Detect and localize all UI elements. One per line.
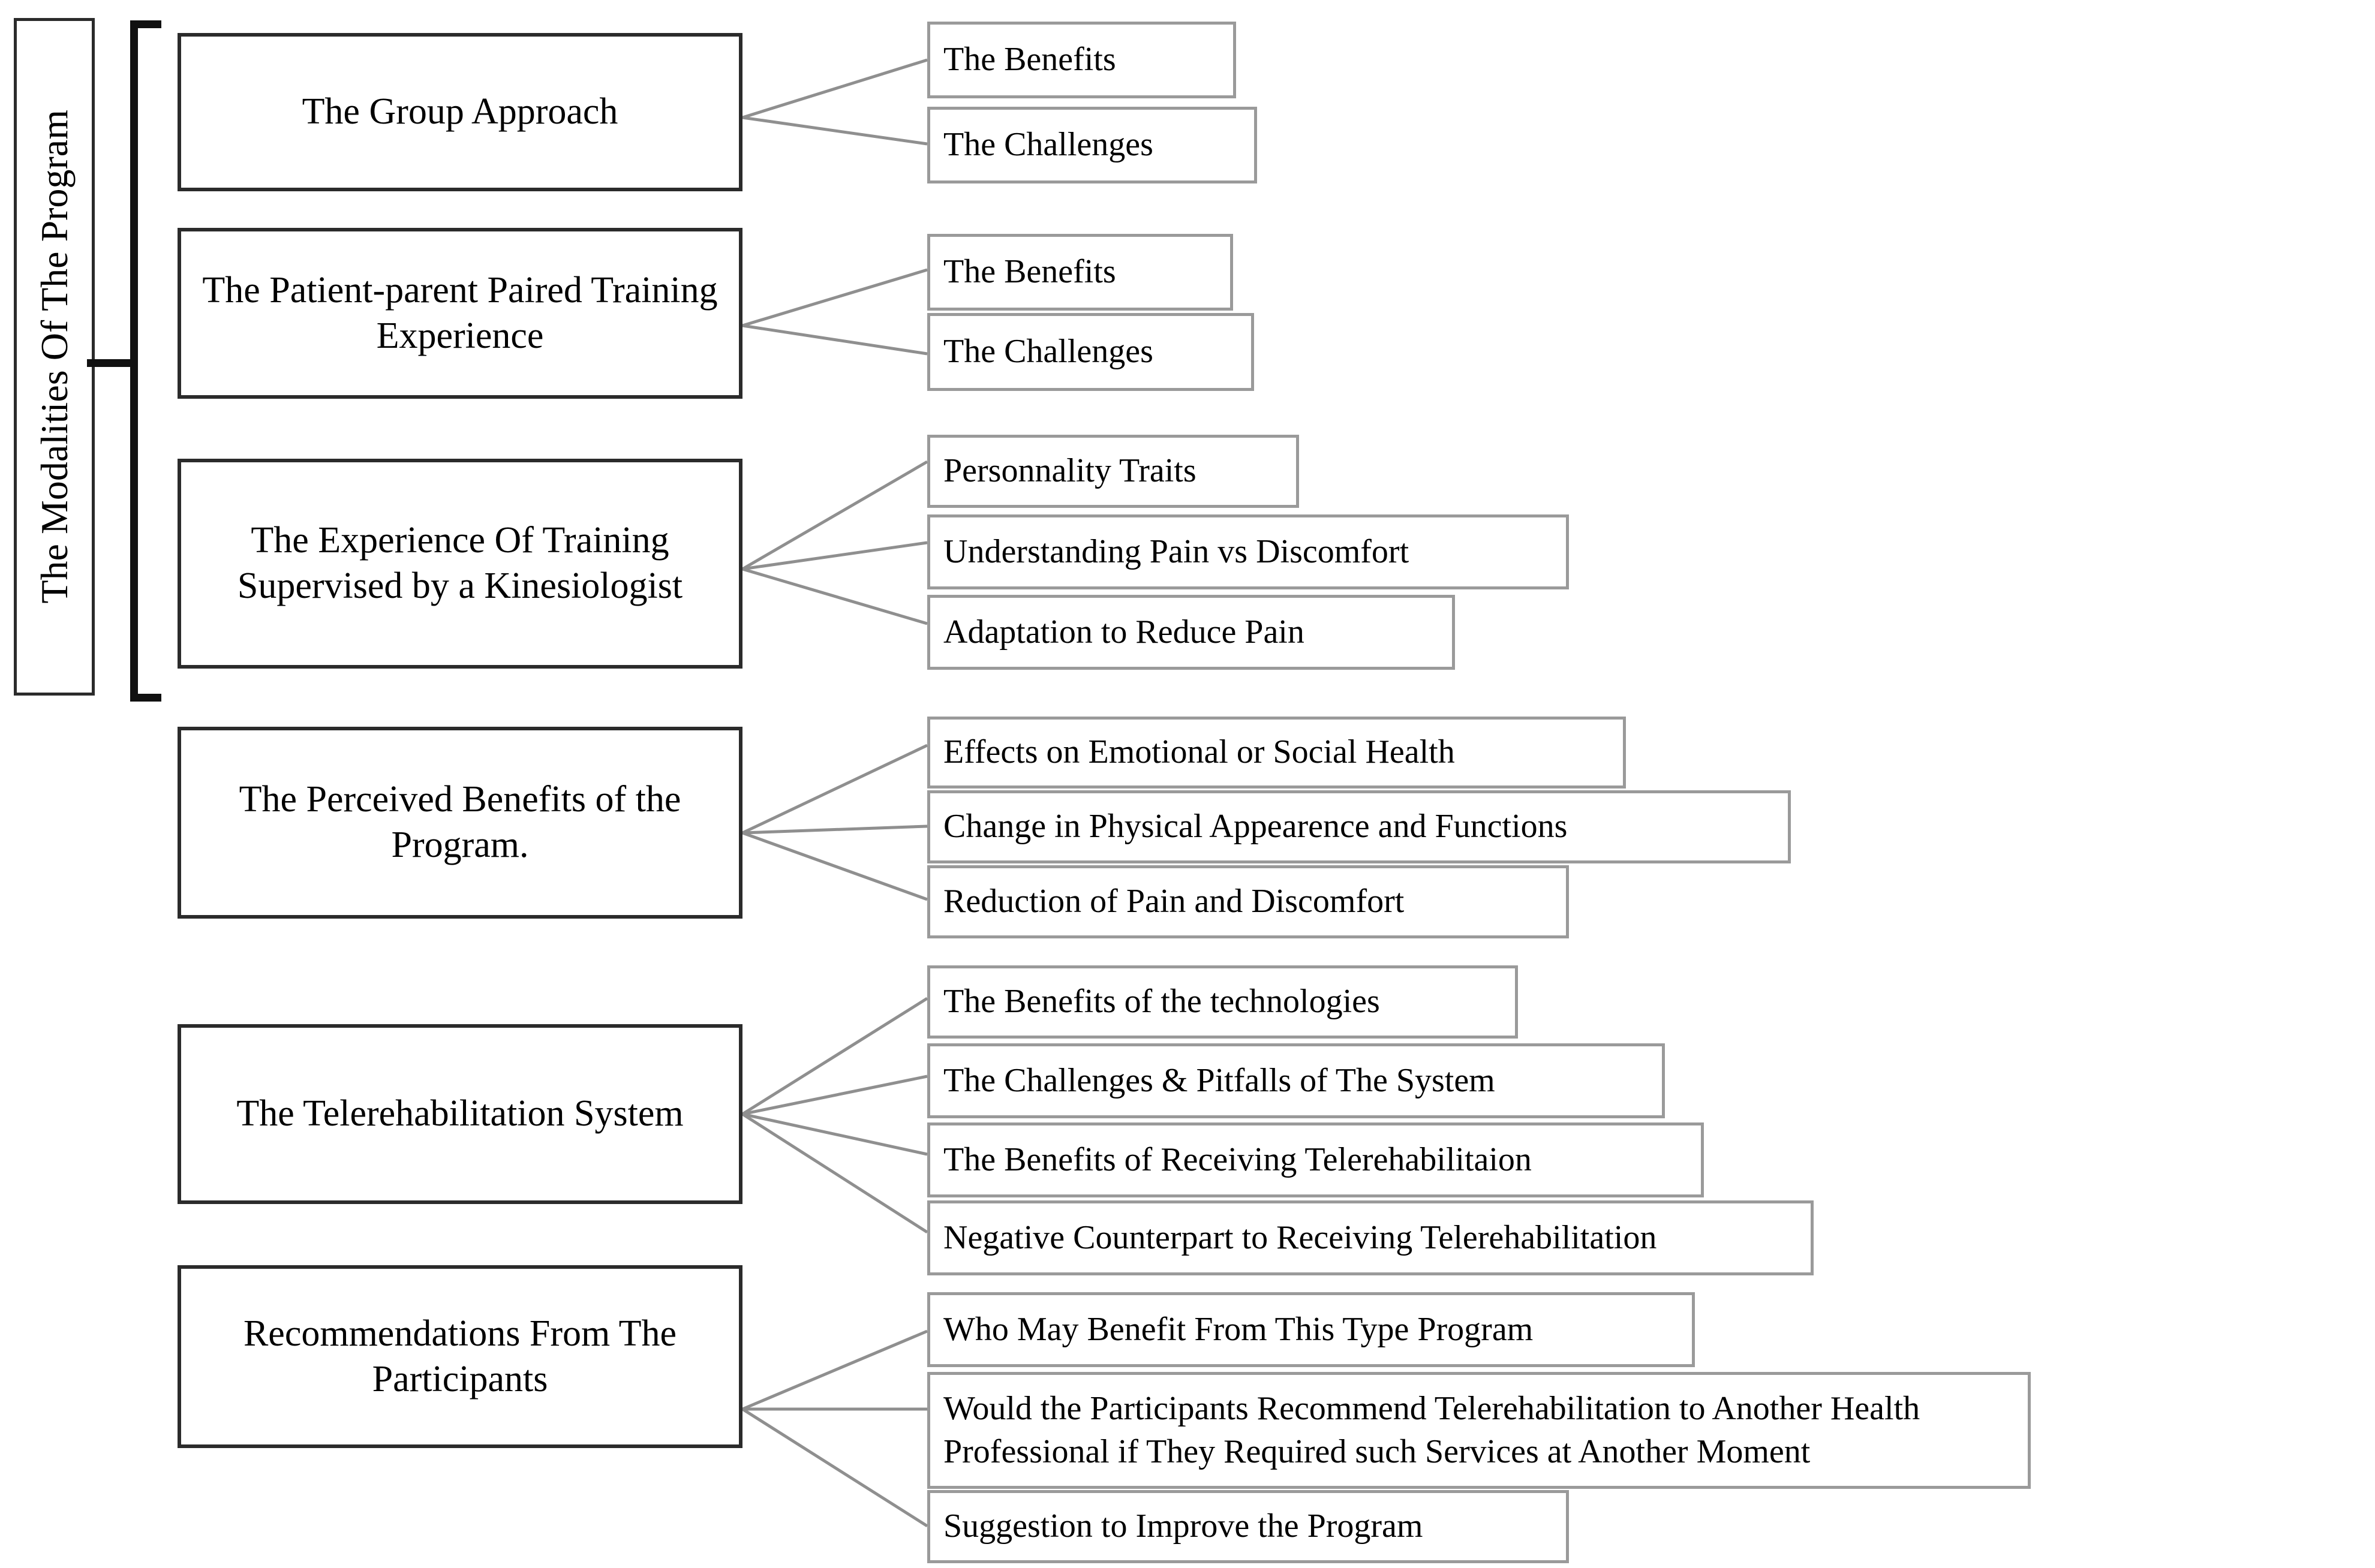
subtheme-box[interactable]: Change in Physical Appearence and Functi… [927,790,1791,863]
subtheme-box[interactable]: The Challenges [927,313,1254,391]
connector-line [741,744,928,835]
theme-box-group-approach[interactable]: The Group Approach [178,33,742,191]
subtheme-label: The Benefits of Receiving Telerehabilita… [943,1140,1532,1178]
theme-box-patient-parent-paired-training[interactable]: The Patient-parent Paired Training Exper… [178,228,742,399]
subtheme-box[interactable]: The Challenges [927,107,1257,183]
subtheme-box[interactable]: The Challenges & Pitfalls of The System [927,1043,1665,1118]
connector-line [742,1112,928,1156]
theme-label: Recommendations From The Participants [243,1313,677,1400]
subtheme-box[interactable]: Personnality Traits [927,435,1299,508]
subtheme-box[interactable]: Understanding Pain vs Discomfort [927,514,1569,589]
subtheme-label: Change in Physical Appearence and Functi… [943,808,1568,845]
bracket-arm-bottom [130,694,161,702]
theme-label: The Experience Of Training Supervised by… [237,520,683,606]
subtheme-label: The Challenges & Pitfalls of The System [943,1061,1495,1099]
theme-box-training-supervised-kinesiologist[interactable]: The Experience Of Training Supervised by… [178,459,742,669]
connector-line [741,1112,928,1234]
subtheme-label: Suggestion to Improve the Program [943,1507,1423,1545]
subtheme-box[interactable]: The Benefits of Receiving Telerehabilita… [927,1122,1704,1197]
theme-box-perceived-benefits[interactable]: The Perceived Benefits of the Program. [178,727,742,919]
subtheme-label: Adaptation to Reduce Pain [943,613,1304,651]
subtheme-box[interactable]: Effects on Emotional or Social Health [927,717,1626,788]
subtheme-box[interactable]: Reduction of Pain and Discomfort [927,865,1569,938]
theme-label: The Telerehabilitation System [236,1093,684,1134]
bracket-arm-top [130,20,161,28]
connector-line [742,824,928,835]
connector-line [741,460,928,571]
subtheme-box[interactable]: Adaptation to Reduce Pain [927,595,1455,670]
subtheme-box[interactable]: The Benefits [927,234,1233,311]
theme-label: The Group Approach [302,91,618,133]
subtheme-label: The Benefits [943,253,1116,291]
bracket-connector-stub [87,359,130,367]
subtheme-label: Negative Counterpart to Receiving Telere… [943,1218,1657,1256]
connector-line [741,1407,928,1528]
theme-label: The Patient-parent Paired Training Exper… [202,269,718,356]
connector-line [742,268,928,327]
bracket-spine [130,20,138,702]
subtheme-label: The Benefits of the technologies [943,983,1380,1021]
subtheme-box[interactable]: Would the Participants Recommend Telereh… [927,1372,2031,1489]
subtheme-label: Understanding Pain vs Discomfort [943,532,1409,570]
subtheme-box[interactable]: The Benefits [927,22,1236,98]
connector-line [742,324,928,356]
subtheme-box[interactable]: The Benefits of the technologies [927,965,1518,1039]
connector-line [742,1075,928,1116]
subtheme-label: The Benefits [943,41,1116,79]
connector-line [742,1329,928,1411]
connector-line [741,997,928,1116]
subtheme-box[interactable]: Who May Benefit From This Type Program [927,1292,1695,1367]
connector-line [742,58,928,119]
grouping-bracket [87,20,161,702]
connector-line [742,116,928,146]
subtheme-label: The Challenges [943,333,1153,371]
root-label-box: The Modalities Of The Program [14,18,95,696]
subtheme-box[interactable]: Suggestion to Improve the Program [927,1490,1569,1563]
theme-box-recommendations-from-participants[interactable]: Recommendations From The Participants [178,1265,742,1448]
subtheme-label: Reduction of Pain and Discomfort [943,883,1405,920]
connector-line [742,541,928,571]
subtheme-box[interactable]: Negative Counterpart to Receiving Telere… [927,1200,1814,1275]
subtheme-label: Effects on Emotional or Social Health [943,733,1455,771]
subtheme-label: Would the Participants Recommend Telereh… [943,1389,1920,1470]
connector-line [742,831,928,901]
subtheme-label: Who May Benefit From This Type Program [943,1310,1534,1348]
theme-box-telerehabilitation-system[interactable]: The Telerehabilitation System [178,1024,742,1204]
connector-line [742,567,928,625]
subtheme-label: Personnality Traits [943,452,1196,490]
theme-label: The Perceived Benefits of the Program. [239,779,681,865]
subtheme-label: The Challenges [943,126,1153,164]
root-label-text: The Modalities Of The Program [32,110,76,604]
